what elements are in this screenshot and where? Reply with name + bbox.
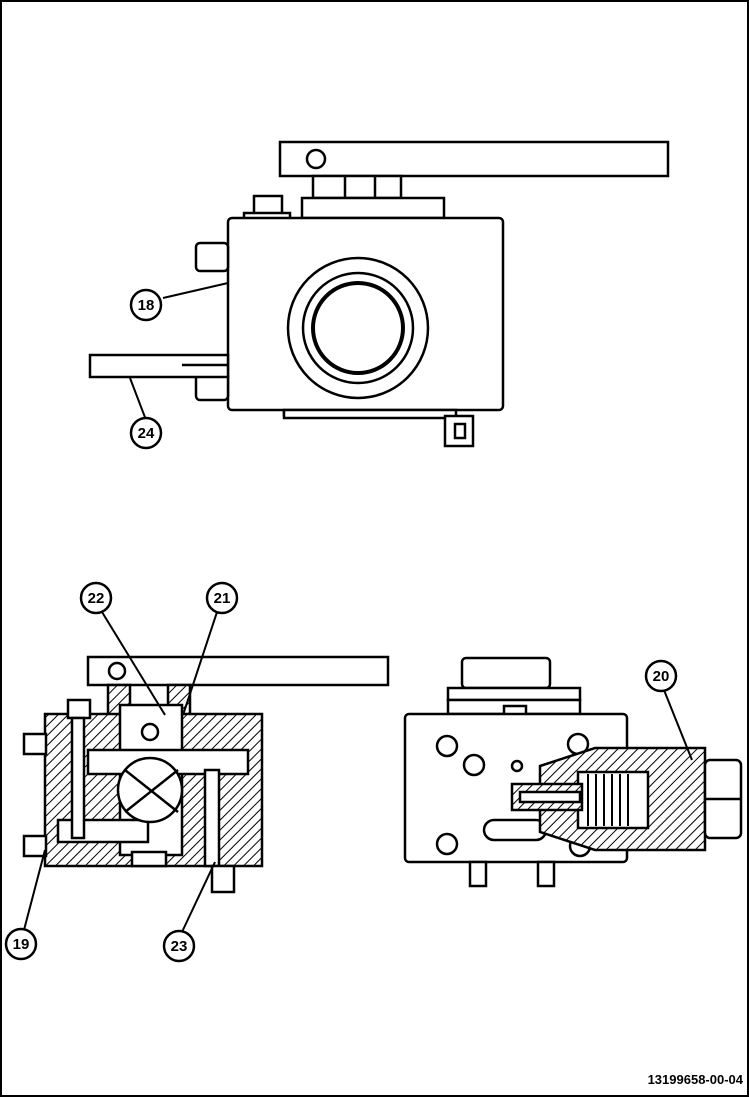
right-slot xyxy=(482,818,548,842)
top-bonnet-nut xyxy=(311,174,403,200)
top-lever-handle xyxy=(278,140,670,178)
right-spring xyxy=(587,774,629,826)
callout-18: 18 xyxy=(129,288,163,322)
section-bottom-screw xyxy=(210,864,236,894)
callout-20: 20 xyxy=(644,659,678,693)
callout-23-label: 23 xyxy=(171,938,188,955)
leader-22 xyxy=(101,611,166,716)
callout-22-label: 22 xyxy=(88,590,105,607)
leader-18 xyxy=(162,282,229,299)
callout-24: 24 xyxy=(129,416,163,450)
top-stud-upper xyxy=(194,241,230,273)
document-number: 13199658-00-04 xyxy=(647,1072,743,1087)
top-bonnet-base xyxy=(300,196,446,220)
callout-19-label: 19 xyxy=(13,936,30,953)
callout-19: 19 xyxy=(4,927,38,961)
relief-valve-view xyxy=(403,656,743,888)
callout-18-label: 18 xyxy=(138,297,155,314)
leader-19 xyxy=(23,849,46,931)
right-hole xyxy=(435,734,459,758)
section-stub-lower xyxy=(22,834,48,858)
section-lever-handle xyxy=(86,655,390,687)
leader-24 xyxy=(129,377,147,421)
right-leg-left xyxy=(468,860,488,888)
right-leg-right xyxy=(536,860,556,888)
callout-20-label: 20 xyxy=(653,668,670,685)
top-lever-pin xyxy=(305,148,327,170)
callout-21: 21 xyxy=(205,581,239,615)
top-bottom-tab xyxy=(443,414,475,448)
section-stub-upper xyxy=(22,732,48,756)
callout-21-label: 21 xyxy=(214,590,231,607)
top-view xyxy=(88,140,670,448)
top-port-inner xyxy=(311,281,405,375)
section-view-left xyxy=(22,611,390,933)
leader-20 xyxy=(663,689,693,761)
section-left-bolt xyxy=(66,698,92,720)
callout-22: 22 xyxy=(79,581,113,615)
leader-21 xyxy=(182,611,218,716)
right-top-block xyxy=(460,656,552,690)
top-bottom-plate xyxy=(282,408,458,420)
callout-24-label: 24 xyxy=(138,425,155,442)
callout-23: 23 xyxy=(162,929,196,963)
leader-23 xyxy=(181,861,216,933)
